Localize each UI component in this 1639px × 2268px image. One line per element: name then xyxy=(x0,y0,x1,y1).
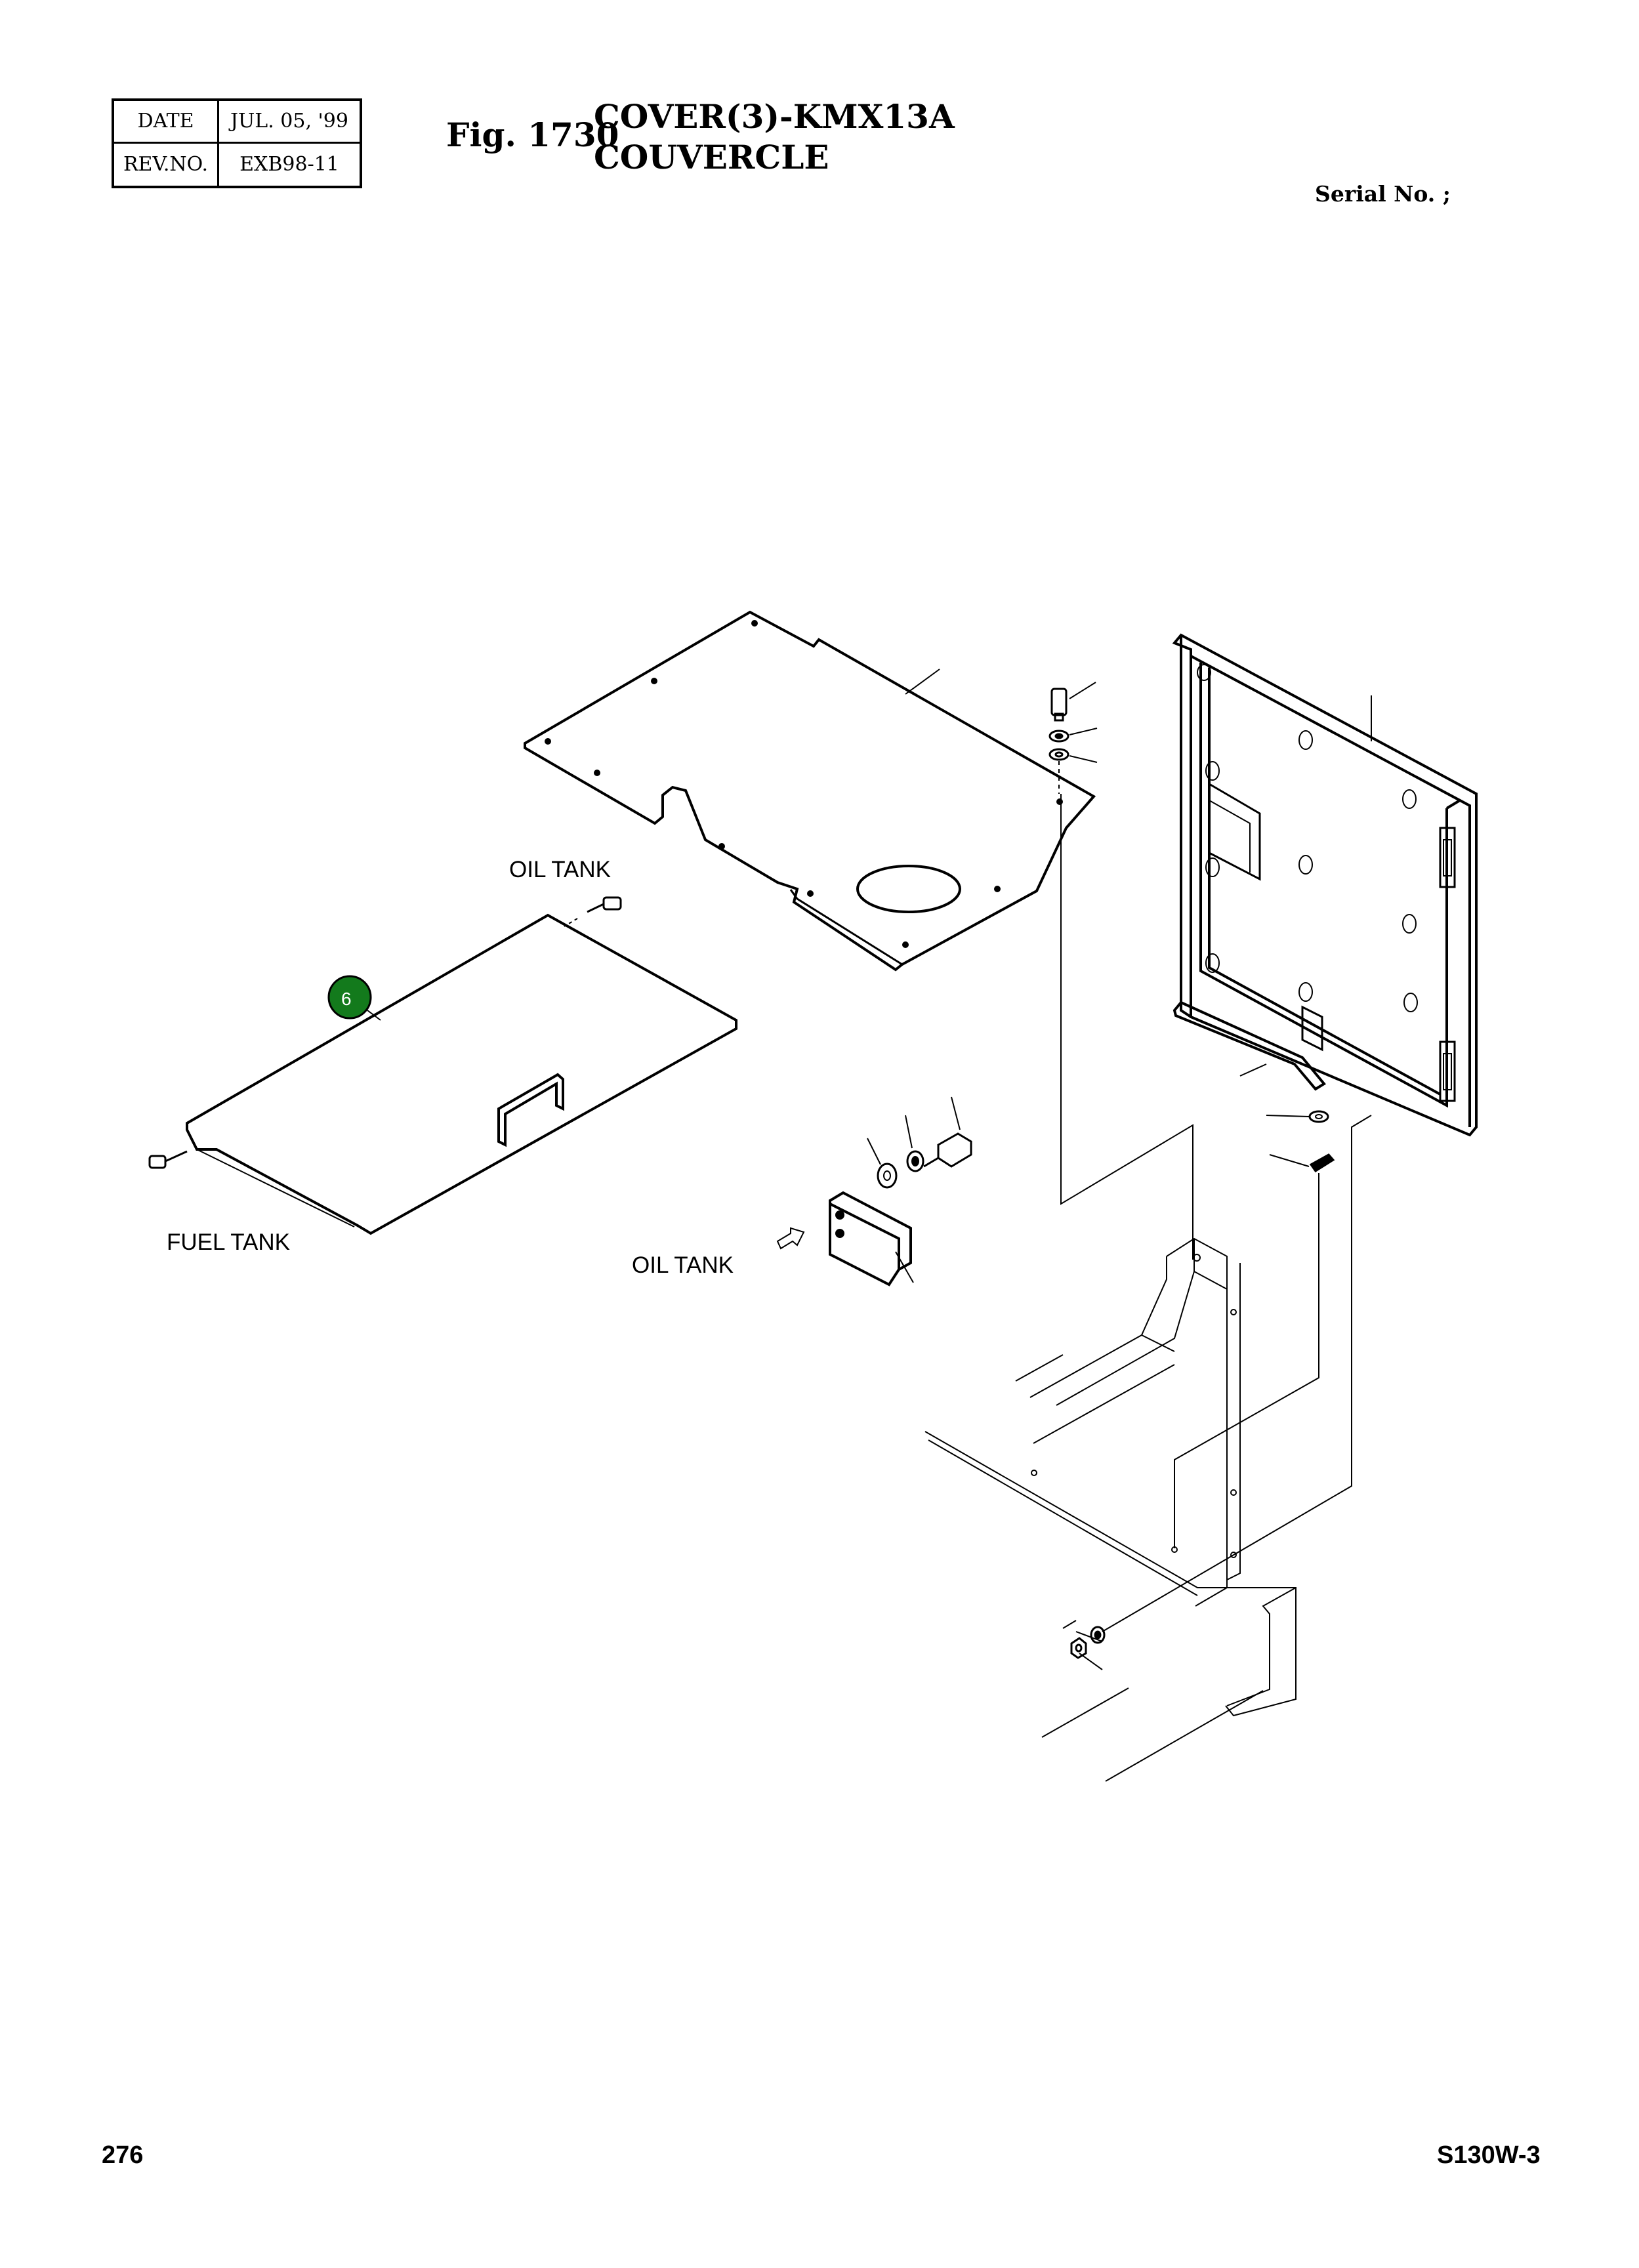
figure-number: Fig. 1730 xyxy=(446,115,619,154)
rev-value: EXB98-11 xyxy=(239,153,339,176)
figure-title: COVER(3)-KMX13A xyxy=(594,97,955,136)
tank-cover-plate xyxy=(186,913,737,1235)
door-stay-rod xyxy=(1172,1000,1335,1173)
tank-cover-screws xyxy=(148,896,622,1169)
side-door-panel xyxy=(1172,633,1478,1137)
date-label: DATE xyxy=(114,101,219,144)
top-cover-plate xyxy=(524,610,1096,972)
label-oil-tank-bottom: OIL TANK xyxy=(632,1252,734,1278)
bolt-stack-top xyxy=(1048,682,1098,794)
rev-label: REV.NO. xyxy=(114,143,219,186)
serial-number-label: Serial No. ; xyxy=(1315,181,1451,207)
figure-subtitle: COUVERCLE xyxy=(594,138,829,176)
model-number: S130W-3 xyxy=(1437,2141,1541,2169)
bottom-nut-washer xyxy=(1070,1626,1106,1659)
date-value: JUL. 05, '99 xyxy=(219,101,360,144)
door-panel-holes xyxy=(1197,664,1418,1012)
frame-structure xyxy=(924,1237,1297,1782)
label-oil-tank-top: OIL TANK xyxy=(509,857,611,882)
top-plate-holes xyxy=(545,620,1063,948)
revision-table: DATE JUL. 05, '99 REV.NO. EXB98-11 xyxy=(112,98,362,188)
label-fuel-tank: FUEL TANK xyxy=(167,1229,290,1255)
page-number: 276 xyxy=(102,2141,144,2169)
callout-number[interactable]: 6 xyxy=(341,989,352,1009)
reference-lines xyxy=(1060,794,1372,1670)
bracket-assembly xyxy=(776,1096,972,1287)
callout-bubble[interactable] xyxy=(327,975,372,1020)
callout-leader xyxy=(367,1010,381,1021)
